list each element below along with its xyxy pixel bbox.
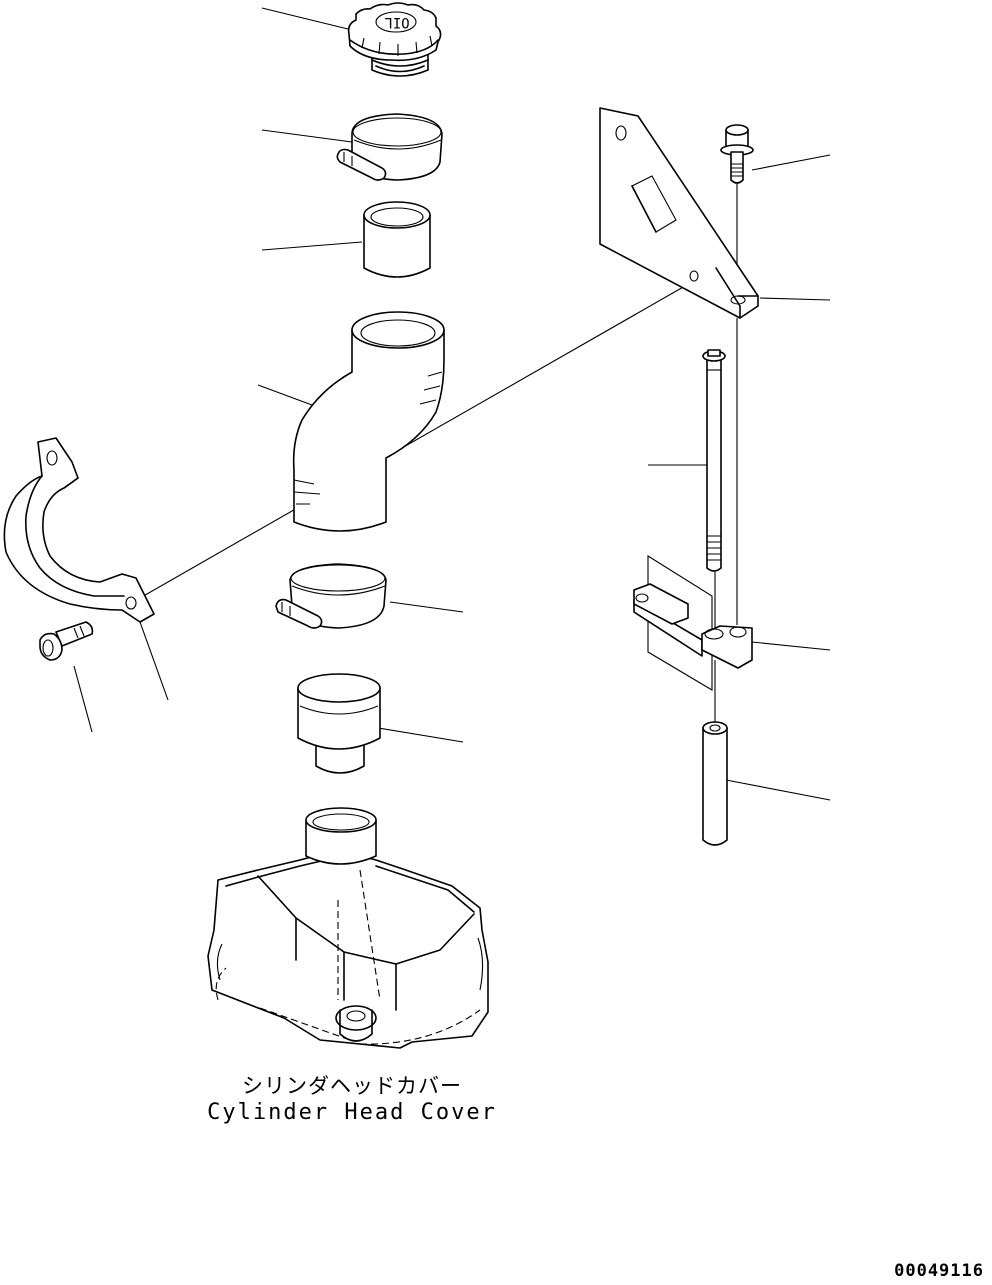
caption-japanese: シリンダヘッドカバー	[242, 1074, 462, 1098]
oil-filler-cap: OIL	[347, 2, 442, 77]
hose-clip	[3, 437, 155, 623]
flange-bolt-top	[720, 124, 754, 184]
caption-english: Cylinder Head Cover	[207, 1100, 497, 1125]
oil-cap-label: OIL	[384, 14, 409, 30]
spacer-bracket	[633, 555, 753, 691]
sleeve-upper	[363, 201, 431, 278]
leader-lines	[73, 7, 831, 801]
cylinder-head-cover	[207, 807, 489, 1049]
hose-clamp-bottom	[275, 563, 387, 629]
drawing-number: 00049116	[894, 1261, 984, 1280]
spacer-tube	[702, 721, 728, 846]
mounting-bracket	[599, 107, 759, 319]
adapter	[297, 673, 381, 774]
stud-bolt	[702, 349, 726, 572]
elbow-hose	[292, 311, 445, 532]
hose-clamp-top	[336, 113, 443, 181]
flange-bolt-left	[39, 621, 94, 661]
